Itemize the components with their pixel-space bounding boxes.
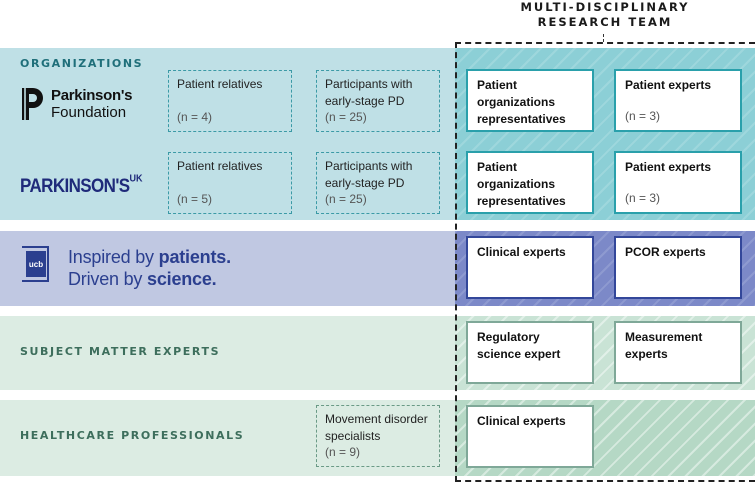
org2-team-right-label: Patient experts	[625, 160, 712, 174]
org1-team-right-label: Patient experts	[625, 78, 712, 92]
sme-team-right-box: Measurement experts	[614, 321, 742, 384]
org1-participants-box: Participants with early-stage PD (n = 25…	[316, 70, 440, 132]
org2-relatives-box: Patient relatives (n = 5)	[168, 152, 292, 214]
parkinsons-foundation-wordmark: Parkinson's Foundation	[51, 87, 132, 121]
org2-team-right-box: Patient experts (n = 3)	[614, 151, 742, 214]
ucb-badge-text: ucb	[29, 260, 43, 269]
org2-relatives-count: (n = 5)	[177, 192, 213, 206]
ucb-line2-bold: science.	[147, 269, 217, 289]
org1-team-left-box: Patient organizations representatives	[466, 69, 594, 132]
sme-team-right-label: Measurement experts	[625, 330, 703, 361]
org2-team-right-count: (n = 3)	[625, 191, 661, 205]
ucb-tagline: Inspired by patients. Driven by science.	[68, 246, 231, 290]
org1-participants-count: (n = 25)	[325, 110, 367, 124]
hcp-team-left-box: Clinical experts	[466, 405, 594, 468]
ucb-line1-bold: patients.	[158, 247, 231, 267]
ucb-team-left-label: Clinical experts	[477, 245, 566, 259]
ucb-team-left-box: Clinical experts	[466, 236, 594, 299]
org2-participants-label: Participants with early-stage PD	[325, 159, 413, 190]
parkinsons-foundation-mark-icon	[22, 88, 43, 120]
research-team-border	[455, 42, 755, 482]
ucb-line2-pre: Driven by	[68, 269, 148, 289]
parkinsons-uk-logo: PARKINSON'SUK	[20, 173, 143, 197]
org1-relatives-label: Patient relatives	[177, 77, 263, 91]
team-header: MULTI-DISCIPLINARY RESEARCH TEAM	[455, 0, 755, 30]
pf-line1: Parkinson's	[51, 87, 133, 104]
ucb-team-right-box: PCOR experts	[614, 236, 742, 299]
org1-team-right-count: (n = 3)	[625, 109, 661, 123]
ucb-team-right-label: PCOR experts	[625, 245, 706, 259]
parkinsons-foundation-logo: Parkinson's Foundation	[20, 84, 150, 126]
hcp-team-left-label: Clinical experts	[477, 414, 566, 428]
org1-participants-label: Participants with early-stage PD	[325, 77, 413, 108]
org2-team-left-label: Patient organizations representatives	[477, 160, 566, 208]
puk-main: PARKINSON'S	[20, 175, 130, 197]
hcp-title: HEALTHCARE PROFESSIONALS	[20, 429, 245, 442]
sme-team-left-label: Regulatory science expert	[477, 330, 561, 361]
org1-relatives-count: (n = 4)	[177, 110, 213, 124]
org2-relatives-label: Patient relatives	[177, 159, 263, 173]
hcp-participants-label: Movement disorder specialists	[325, 412, 428, 443]
org2-team-left-box: Patient organizations representatives	[466, 151, 594, 214]
hcp-participants-box: Movement disorder specialists (n = 9)	[316, 405, 440, 467]
organizations-title: ORGANIZATIONS	[20, 57, 144, 70]
org1-relatives-box: Patient relatives (n = 4)	[168, 70, 292, 132]
team-header-line2: RESEARCH TEAM	[537, 15, 673, 29]
org1-team-right-box: Patient experts (n = 3)	[614, 69, 742, 132]
team-header-line1: MULTI-DISCIPLINARY	[520, 0, 690, 14]
org2-participants-box: Participants with early-stage PD (n = 25…	[316, 152, 440, 214]
sme-title: SUBJECT MATTER EXPERTS	[20, 345, 221, 358]
ucb-line1-pre: Inspired by	[68, 247, 159, 267]
org1-team-left-label: Patient organizations representatives	[477, 78, 566, 126]
sme-team-left-box: Regulatory science expert	[466, 321, 594, 384]
puk-sup: UK	[129, 173, 143, 185]
hcp-participants-count: (n = 9)	[325, 445, 361, 459]
org2-participants-count: (n = 25)	[325, 192, 367, 206]
pf-line2: Foundation	[51, 104, 127, 121]
ucb-logo-icon: ucb	[22, 246, 49, 282]
team-header-connector	[603, 34, 604, 42]
